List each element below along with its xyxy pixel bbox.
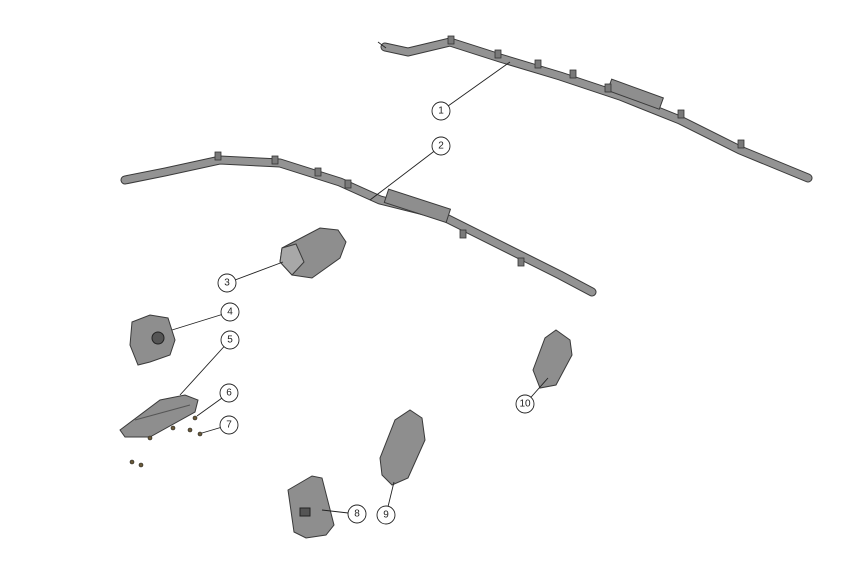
- callout-3: 3: [217, 273, 237, 293]
- callout-label: 6: [226, 388, 232, 399]
- driver-airbag: [129, 314, 176, 366]
- callout-label: 3: [224, 278, 230, 289]
- screws: [129, 415, 203, 468]
- curtain-airbag-1: [377, 35, 813, 183]
- callout-7: 7: [219, 415, 239, 435]
- knee-airbag: [119, 394, 199, 438]
- callout-label: 9: [383, 510, 389, 521]
- curtain-airbag-2: [120, 151, 597, 297]
- callout-4: 4: [220, 302, 240, 322]
- side-airbag-9: [379, 409, 426, 486]
- callout-1: 1: [431, 101, 451, 121]
- callout-2: 2: [431, 136, 451, 156]
- callout-9: 9: [376, 505, 396, 525]
- callout-5: 5: [220, 330, 240, 350]
- callout-label: 8: [354, 509, 360, 520]
- callout-label: 5: [227, 335, 233, 346]
- side-airbag-10: [532, 329, 573, 389]
- callout-label: 7: [226, 420, 232, 431]
- airbag-module-8: [287, 475, 335, 539]
- callout-label: 4: [227, 307, 233, 318]
- callout-label: 10: [519, 399, 531, 410]
- callout-label: 1: [438, 106, 444, 117]
- callout-6: 6: [219, 383, 239, 403]
- passenger-airbag: [279, 227, 347, 279]
- callout-8: 8: [347, 504, 367, 524]
- callout-10: 10: [515, 394, 535, 414]
- callout-label: 2: [438, 141, 444, 152]
